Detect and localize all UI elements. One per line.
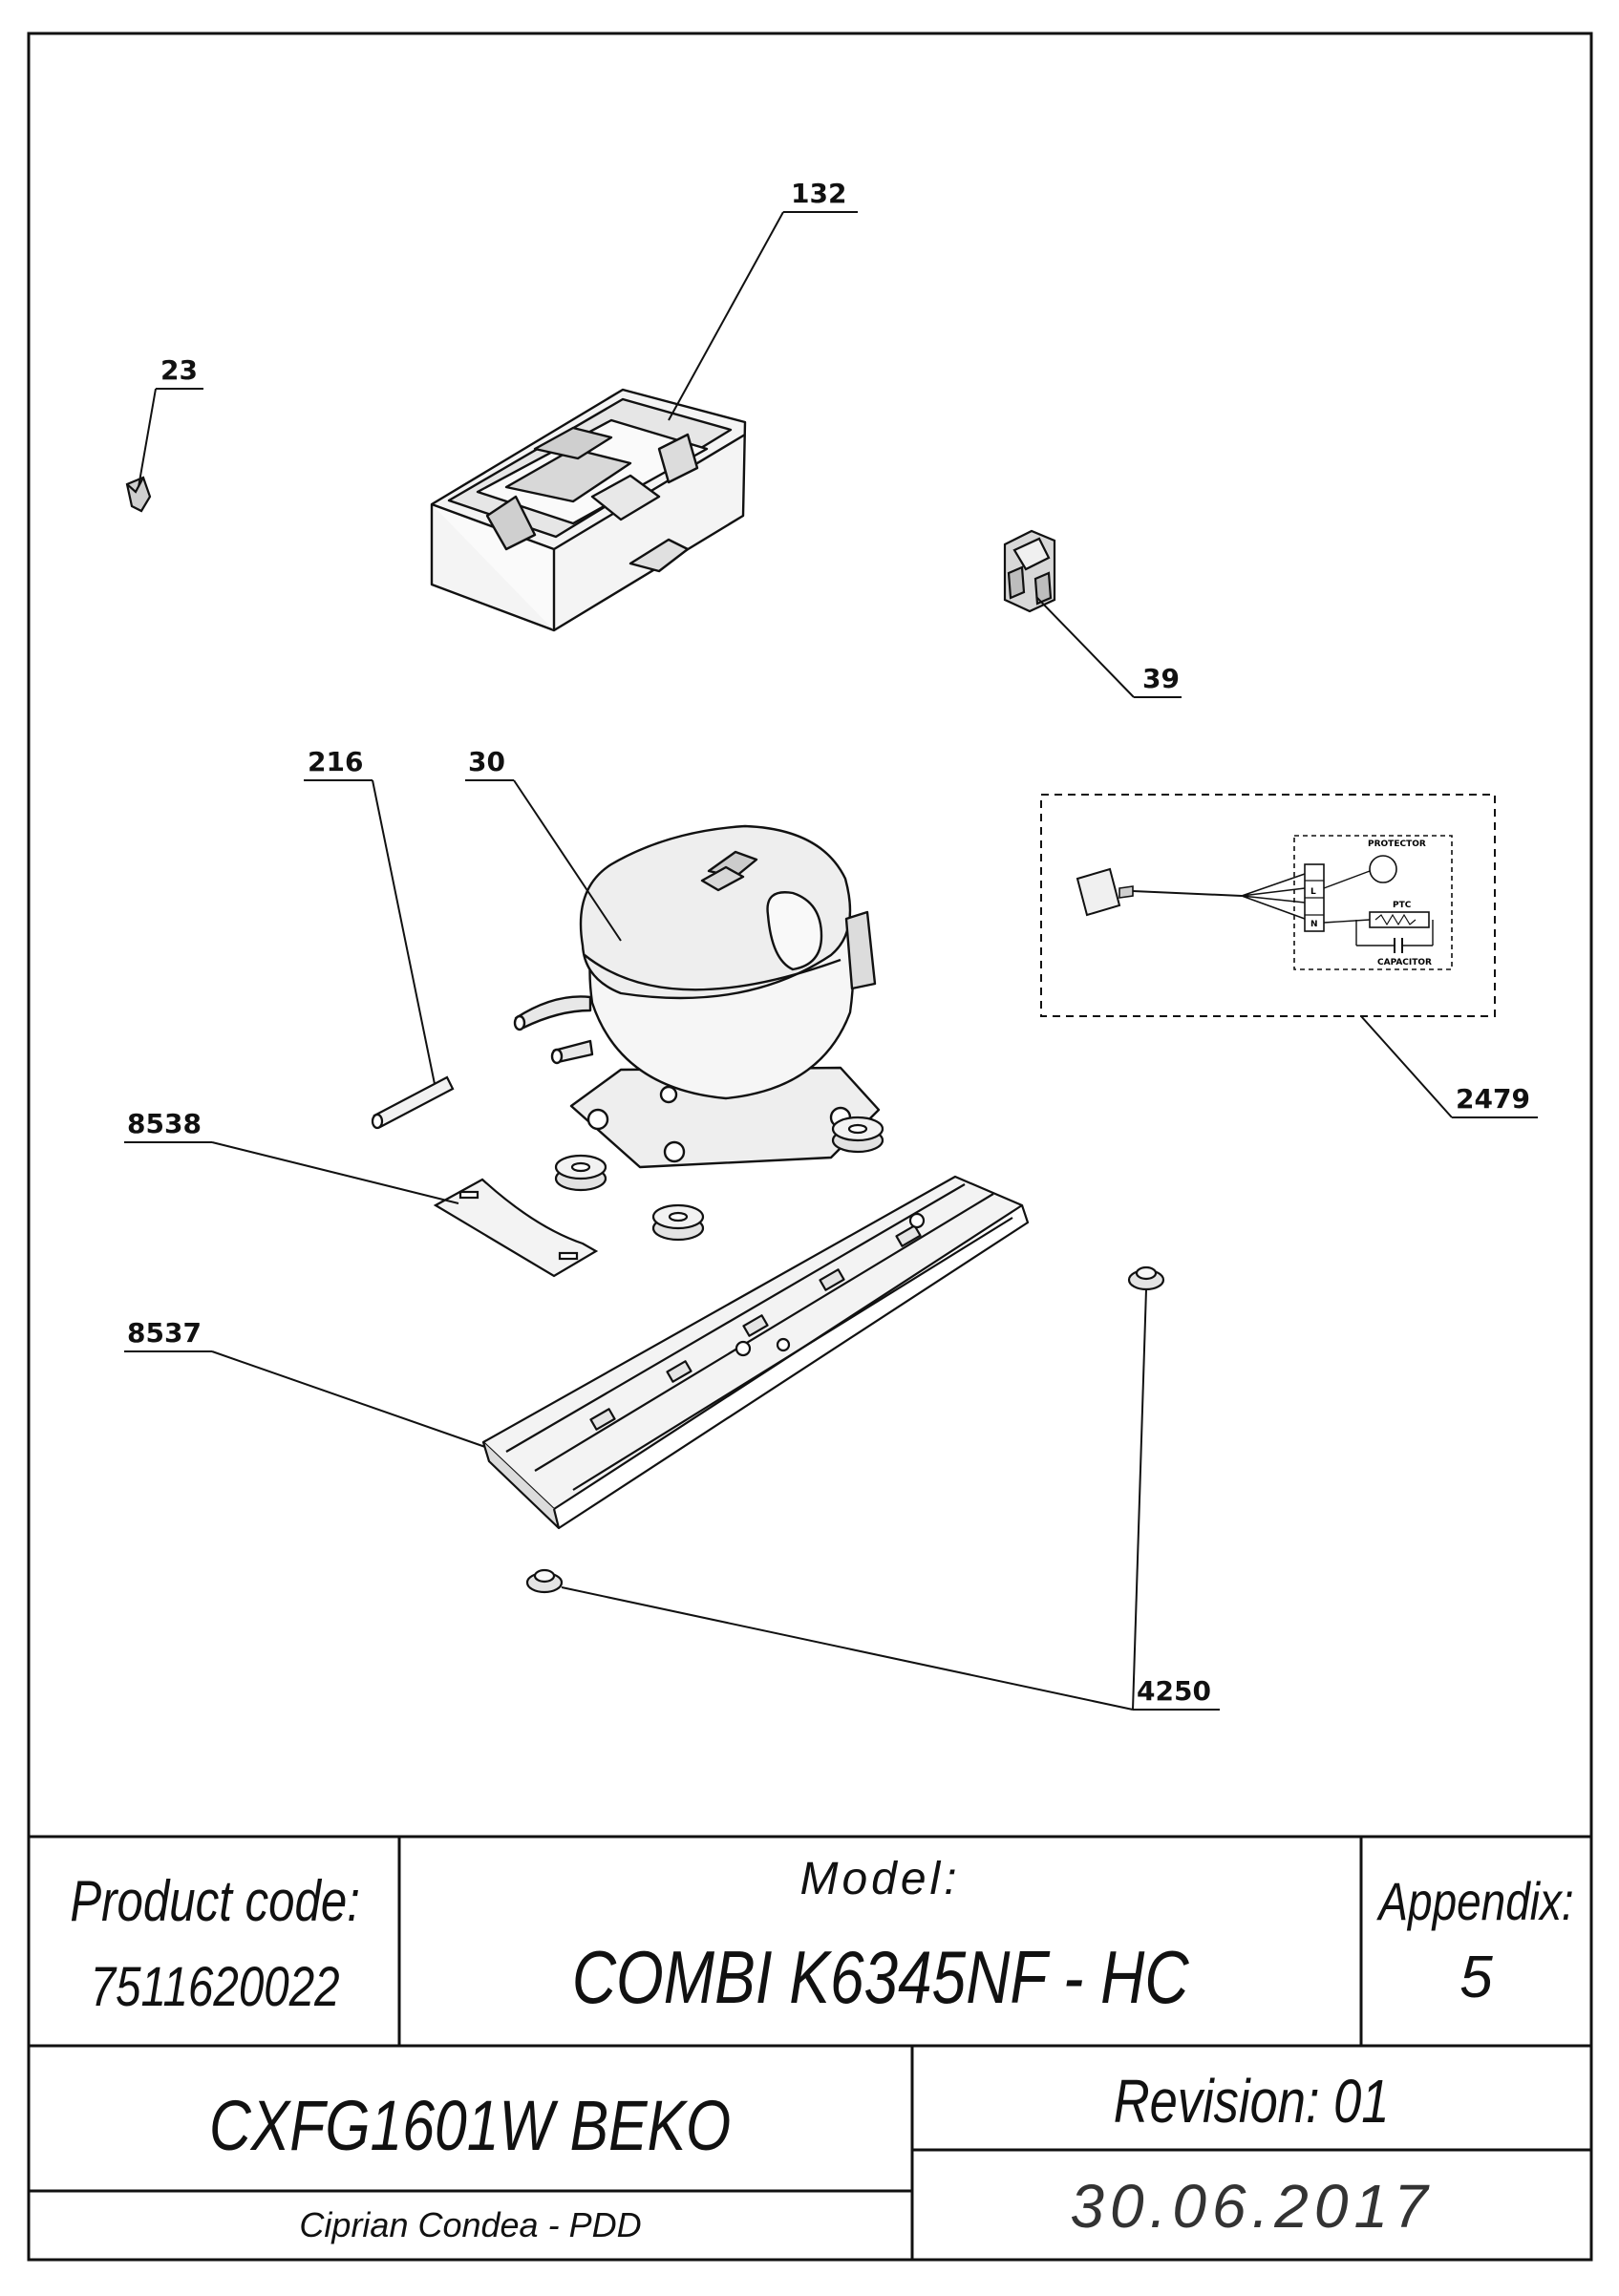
author: Ciprian Condea - PDD [299, 2205, 642, 2244]
leader-8538 [211, 1141, 459, 1204]
callout-39: 39 [1142, 663, 1180, 694]
rubber-foot [651, 1203, 705, 1242]
terminal-n-label: N [1310, 920, 1318, 929]
callout-2479: 2479 [1456, 1083, 1530, 1115]
part-name: CXFG1601W BEKO [209, 2085, 732, 2165]
part-132-cover-box [430, 388, 747, 632]
part-8537-base-rails [481, 1175, 1030, 1530]
grommet [1127, 1265, 1165, 1291]
callout-8538: 8538 [127, 1108, 202, 1139]
rubber-feet [554, 1116, 884, 1242]
part-39-relay [1003, 529, 1056, 613]
callout-132: 132 [791, 178, 846, 209]
callout-4250: 4250 [1137, 1675, 1211, 1707]
wiring-inner-frame [1293, 835, 1453, 970]
leader-2479 [1360, 1015, 1453, 1118]
revision: Revision: 01 [1114, 2067, 1390, 2136]
leader-4250-a [1132, 1288, 1147, 1711]
part-30-compressor [513, 824, 881, 1169]
part-4250-grommets [525, 1265, 1165, 1594]
capacitor-label: CAPACITOR [1377, 958, 1432, 967]
leader-23 [138, 388, 157, 488]
leader-4250-b [561, 1586, 1134, 1711]
rubber-foot [831, 1116, 884, 1154]
callout-8537: 8537 [127, 1317, 202, 1349]
protector-label: PROTECTOR [1368, 840, 1426, 849]
callout-23: 23 [160, 354, 198, 386]
date: 30.06.2017 [1070, 2171, 1434, 2241]
part-2479-wiring: PROTECTOR PTC CAPACITOR L N [1040, 794, 1496, 1017]
ptc-label: PTC [1393, 901, 1412, 910]
model-label: Model: [799, 1853, 961, 1904]
leader-216 [372, 779, 436, 1085]
leader-132 [668, 211, 784, 421]
part-8538-clamp-plate [433, 1178, 599, 1278]
leader-30 [513, 779, 622, 942]
grommet [525, 1568, 564, 1594]
appendix-value: 5 [1459, 1944, 1493, 2010]
leader-39 [1035, 596, 1135, 698]
title-block-grid [29, 1835, 1591, 2260]
product-code-value: 7511620022 [90, 1955, 340, 2018]
model-value: COMBI K6345NF - HC [571, 1934, 1189, 2019]
callout-216: 216 [308, 746, 363, 777]
terminal-l-label: L [1310, 887, 1316, 897]
appendix-label: Appendix: [1378, 1870, 1574, 1931]
sheet-border [27, 32, 1593, 2262]
part-216-pin-rod [371, 1075, 455, 1130]
leader-8537 [211, 1350, 486, 1448]
product-code-label: Product code: [70, 1868, 360, 1933]
rubber-foot [554, 1154, 607, 1192]
callout-30: 30 [468, 746, 505, 777]
wiring-dashed-frame [1040, 794, 1496, 1017]
